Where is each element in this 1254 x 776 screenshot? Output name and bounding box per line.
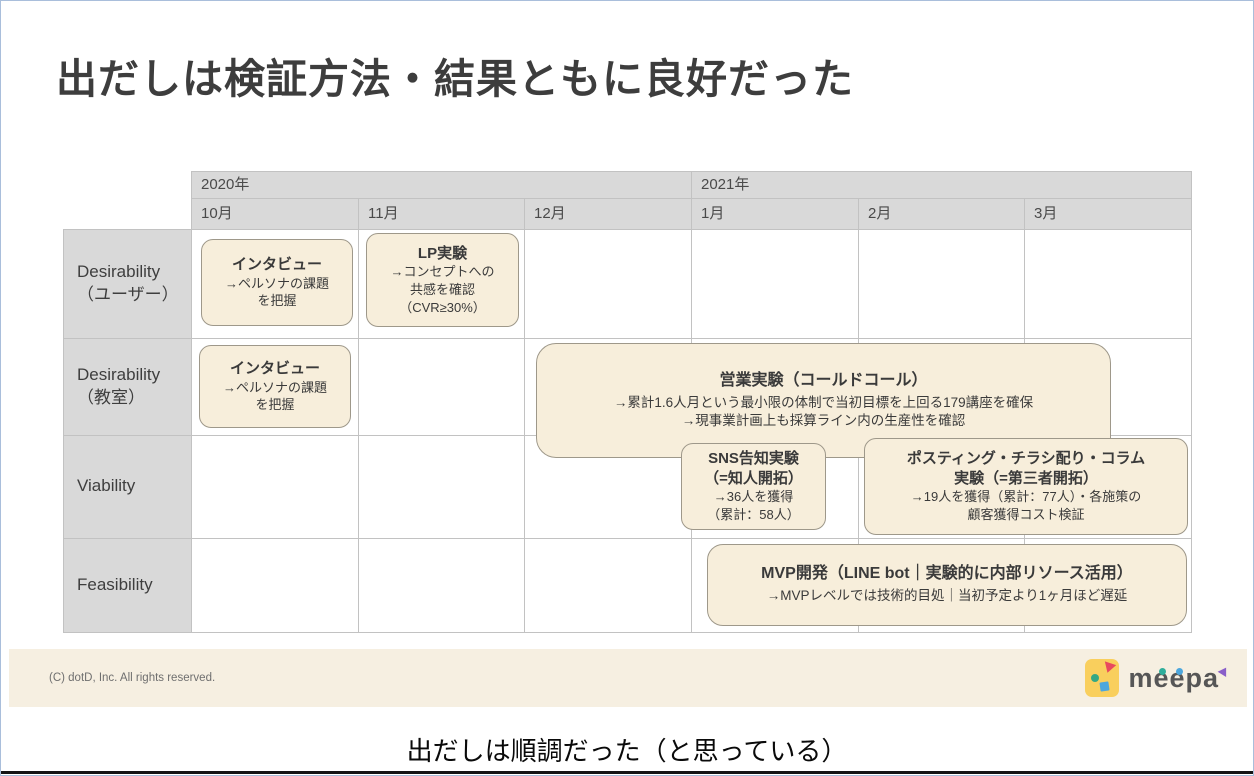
grid-line [63,538,1192,539]
box-line: 共感を確認 [409,281,475,297]
month-header-oct: 10月 [191,198,358,229]
row-label-line: （ユーザー） [77,284,179,304]
box-title: インタビュー [229,360,320,378]
meepa-logo-icon [1085,659,1120,697]
slide-footer: (C) dotD, Inc. All rights reserved. meep… [9,649,1247,707]
box-title: SNS告知実験 [708,450,799,468]
box-title: （=知人開拓） [704,469,803,487]
box-title: インタビュー [231,256,322,274]
row-label-line: Feasibility [77,574,153,594]
box-line: →ペルソナの課題 [224,275,329,291]
box-line: →MVPレベルでは技術的目処｜当初予定より1ヶ月ほど遅延 [766,588,1128,604]
grid-line [63,229,1192,230]
logo-blue-square-icon [1099,681,1111,692]
row-label-desirability-class: Desirability （教室） [63,338,191,435]
timeline-box-posting-experiment: ポスティング・チラシ配り・コラム 実験（=第三者開拓） →19人を獲得（累計：7… [864,438,1188,535]
box-title: LP実験 [417,244,468,262]
month-header-mar: 3月 [1024,198,1191,229]
row-label-line: Desirability [77,364,161,384]
box-line: を把握 [255,397,295,413]
grid-line [358,198,359,632]
box-line: →ペルソナの課題 [222,379,327,395]
copyright-text: (C) dotD, Inc. All rights reserved. [49,672,216,684]
grid-line [1191,171,1192,632]
grid-line [524,198,525,632]
box-line: →36人を獲得 [713,489,794,505]
month-header-jan: 1月 [691,198,858,229]
box-line: →累計1.6人月という最小限の体制で当初目標を上回る179講座を確保 [613,394,1034,410]
timeline-box-sns-experiment: SNS告知実験 （=知人開拓） →36人を獲得 （累計：58人） [681,443,826,530]
row-label-feasibility: Feasibility [63,538,191,632]
month-header-feb: 2月 [858,198,1024,229]
box-title: MVP開発（LINE bot｜実験的に内部リソース活用） [761,565,1133,583]
box-line: →コンセプトへの [390,264,495,280]
box-title: ポスティング・チラシ配り・コラム [906,450,1146,468]
month-header-nov: 11月 [358,198,524,229]
row-label-line: （教室） [77,387,145,407]
box-line: を把握 [257,293,297,309]
month-header-dec: 12月 [524,198,691,229]
meepa-logo: meepa [1085,656,1231,700]
box-line: （CVR≥30%） [399,299,486,315]
row-label-desirability-user: Desirability （ユーザー） [63,229,191,338]
grid-line [63,632,1192,633]
bottom-divider [1,771,1253,774]
timeline-table: 2020年 2021年 10月 11月 12月 1月 2月 3月 Desirab… [63,171,1192,633]
logo-green-dot-icon [1091,674,1100,682]
box-title: 実験（=第三者開拓） [954,469,1098,487]
year-header-2020: 2020年 [191,171,691,198]
box-line: 顧客獲得コスト検証 [967,507,1085,522]
timeline-box-interview-class: インタビュー →ペルソナの課題 を把握 [199,345,351,428]
slide-title: 出だしは検証方法・結果ともに良好だった [56,56,854,102]
row-label-line: Viability [77,476,136,496]
row-label-viability: Viability [63,435,191,538]
logo-text: meepa [1128,662,1219,693]
box-title: 営業実験（コールドコール） [719,371,928,389]
row-label-line: Desirability [77,261,161,281]
timeline-box-sales-experiment: 営業実験（コールドコール） →累計1.6人月という最小限の体制で当初目標を上回る… [536,343,1111,458]
page-caption: 出だしは順調だった（と思っている） [406,736,848,766]
logo-wordmark: meepa [1128,662,1231,694]
timeline-box-lp-experiment: LP実験 →コンセプトへの 共感を確認 （CVR≥30%） [366,233,519,327]
grid-line [191,171,192,632]
box-line: →19人を獲得（累計：77人）・各施策の [910,489,1142,505]
logo-red-triangle-icon [1102,661,1117,675]
box-line: →現事業計画上も採算ライン内の生産性を確認 [681,412,966,428]
grid-line [63,229,64,632]
logo-blue-dot-icon [1176,667,1184,675]
grid-line [63,338,1192,339]
year-header-2021: 2021年 [691,171,1191,198]
box-line: （累計：58人） [707,507,800,522]
logo-purple-triangle-icon [1217,664,1231,677]
logo-teal-dot-icon [1159,667,1167,675]
timeline-box-interview-user: インタビュー →ペルソナの課題 を把握 [201,239,353,326]
timeline-box-mvp-development: MVP開発（LINE bot｜実験的に内部リソース活用） →MVPレベルでは技術… [707,544,1187,626]
